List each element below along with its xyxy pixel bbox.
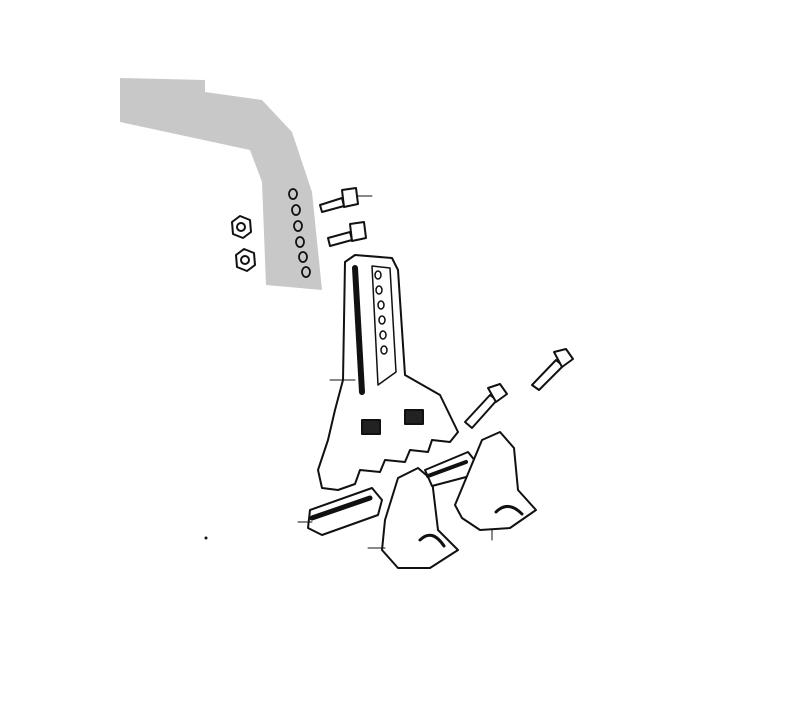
mounting-bracket xyxy=(120,78,322,290)
nut-upper xyxy=(231,215,252,239)
bolt-middle-right xyxy=(464,383,508,429)
point-right xyxy=(454,431,537,541)
bolt-upper xyxy=(319,187,373,213)
point-front-center xyxy=(367,467,459,569)
bracket-holes xyxy=(288,188,311,278)
shank xyxy=(317,254,459,491)
point-front-left xyxy=(297,487,383,536)
bolt-lower xyxy=(327,221,367,247)
nut-lower xyxy=(235,248,256,272)
bolt-far-right xyxy=(531,348,574,391)
stray-dot xyxy=(204,536,208,540)
shank-holes xyxy=(374,270,388,355)
